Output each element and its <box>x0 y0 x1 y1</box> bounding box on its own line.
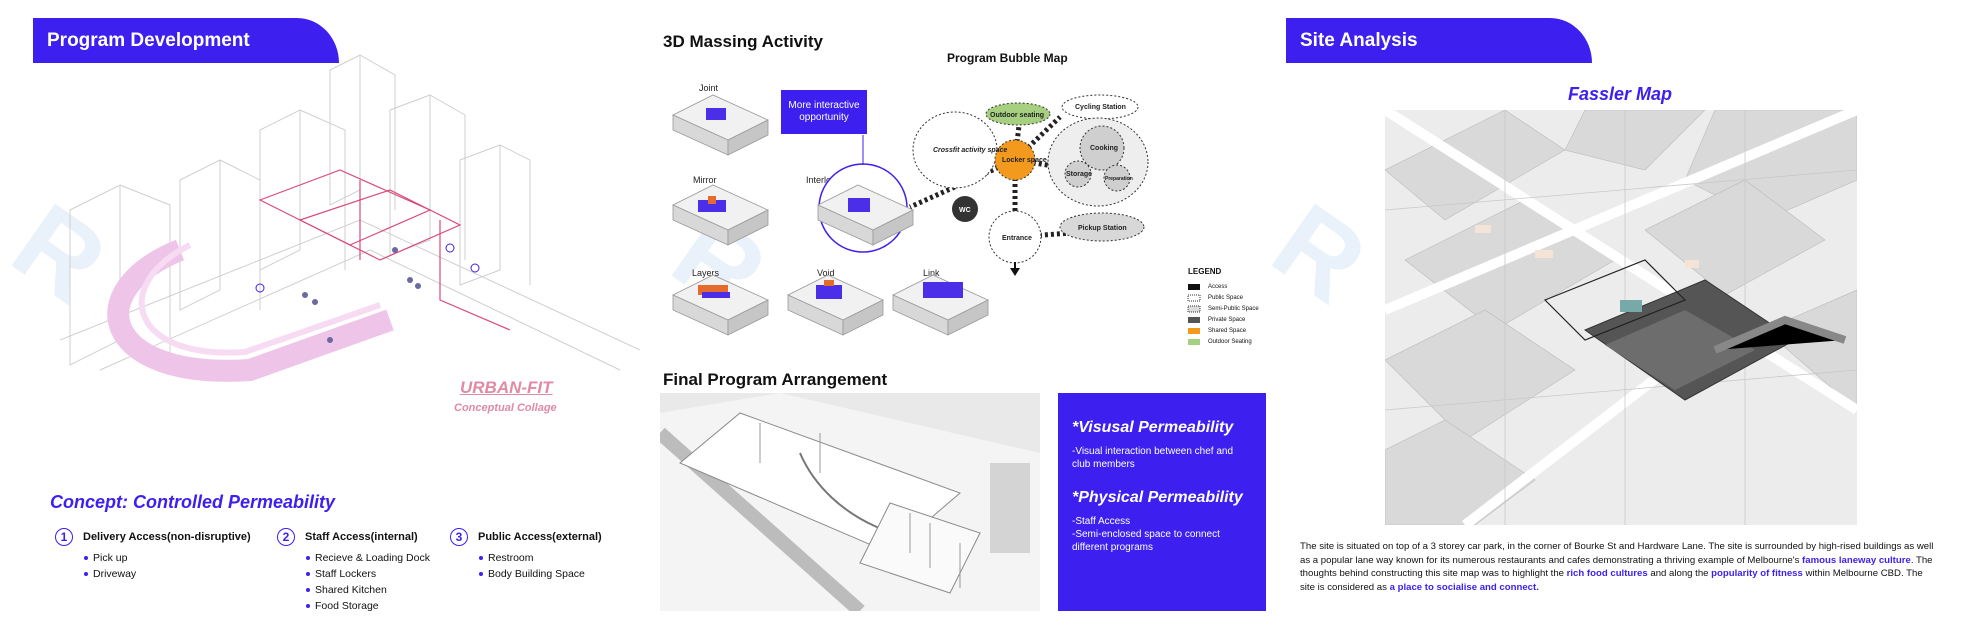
number-circle-icon: 3 <box>450 528 468 546</box>
bubble-label: Entrance <box>1002 235 1032 242</box>
legend-label: Access <box>1208 284 1228 290</box>
fassler-map <box>1385 110 1857 525</box>
number-circle-icon: 1 <box>55 528 73 546</box>
access-item-1: 1 Delivery Access(non-disruptive) Pick u… <box>55 528 251 582</box>
bubble-label: Cycling Station <box>1075 104 1126 111</box>
perm-heading: *Visusal Permeability <box>1072 419 1234 436</box>
massing-title: 3D Massing Activity <box>663 32 823 51</box>
legend-label: Private Space <box>1208 317 1246 323</box>
massing-diagrams <box>672 94 989 336</box>
access-title: Delivery Access(non-disruptive) <box>83 531 251 543</box>
massing-label-joint: Joint <box>699 83 719 93</box>
list-item: Driveway <box>84 566 251 582</box>
perm-text: -Staff Access -Semi-enclosed space to co… <box>1072 516 1220 553</box>
massing-label-void: Void <box>817 268 835 278</box>
access-item-2: 2 Staff Access(internal) Recieve & Loadi… <box>277 528 430 614</box>
site-analysis-paragraph: The site is situated on top of a 3 store… <box>1300 540 1940 594</box>
bubble-label: Storage <box>1066 171 1092 178</box>
fassler-map-title: Fassler Map <box>1568 84 1673 104</box>
bubble-label: WC <box>959 207 971 214</box>
para-text: The site is situated on top of a 3 store… <box>1300 541 1934 566</box>
perm-text: -Visual interaction between chef and clu… <box>1072 446 1234 470</box>
final-program-render <box>660 393 1040 611</box>
massing-label-link: Link <box>923 268 940 278</box>
bubble-label: Pickup Station <box>1078 225 1127 232</box>
legend-swatch <box>1188 317 1200 323</box>
list-item: Restroom <box>479 550 602 566</box>
bubble-label: Cooking <box>1090 145 1118 152</box>
legend-title: LEGEND <box>1188 267 1222 276</box>
access-title: Staff Access(internal) <box>305 531 418 543</box>
legend-swatch <box>1187 305 1201 313</box>
list-item: Recieve & Loading Dock <box>306 552 430 564</box>
list-item: Food Storage <box>306 598 430 614</box>
para-highlight: popularity of fitness <box>1711 568 1803 580</box>
access-item-3: 3 Public Access(external) Restroom Body … <box>450 528 602 582</box>
watermark: R <box>1251 180 1388 327</box>
para-highlight: rich food cultures <box>1566 568 1648 580</box>
program-development-banner: Program Development <box>33 18 339 63</box>
para-text: . The thoughts behind constructing this … <box>1300 554 1933 580</box>
list-item: Staff Lockers <box>306 566 430 582</box>
bubble-label: Locker space <box>1002 157 1047 164</box>
legend-label: Outdoor Seating <box>1208 339 1252 345</box>
legend-swatch <box>1188 284 1200 290</box>
list-item: Body Building Space <box>479 566 602 582</box>
number-circle-icon: 2 <box>277 528 295 546</box>
legend-swatch <box>1187 294 1201 302</box>
bubble-map-title: Program Bubble Map <box>947 51 1068 65</box>
list-item: Shared Kitchen <box>306 582 430 598</box>
legend-labels: Access Public Space Semi-Public Space Pr… <box>1208 282 1259 348</box>
urban-fit-title: URBAN-FIT <box>460 378 553 397</box>
perm-heading: *Physical Permeability <box>1072 489 1243 506</box>
legend-swatch <box>1188 339 1200 345</box>
para-highlight: famous laneway culture <box>1802 554 1911 566</box>
interactive-opportunity-box: More interactive opportunity <box>781 90 867 134</box>
urban-fit-collage <box>60 54 640 382</box>
access-title: Public Access(external) <box>478 531 602 543</box>
conceptual-collage-subtitle: Conceptual Collage <box>454 402 557 414</box>
bubble-label: Preparation <box>1105 176 1133 182</box>
concept-title: Concept: Controlled Permeability <box>50 492 336 512</box>
list-item: Pick up <box>84 550 251 566</box>
permeability-box: *Visusal Permeability -Visual interactio… <box>1058 393 1266 611</box>
massing-label-layers: Layers <box>692 268 720 278</box>
para-highlight: a place to socialise and connect. <box>1389 581 1539 593</box>
final-program-title: Final Program Arrangement <box>663 370 888 389</box>
para-text: within Melbourne CBD. The site is consid… <box>1300 568 1923 593</box>
massing-label-mirror: Mirror <box>693 175 717 185</box>
para-text: and along the <box>1647 568 1712 580</box>
bubble-map: Outdoor seating Cycling Station Crossfit… <box>908 94 1222 345</box>
legend-swatch <box>1188 328 1200 334</box>
bubble-label: Outdoor seating <box>990 112 1044 119</box>
legend-label: Public Space <box>1208 295 1244 301</box>
legend-label: Semi-Public Space <box>1208 306 1259 312</box>
legend-label: Shared Space <box>1208 328 1247 334</box>
bubble-label: Crossfit activity space <box>933 147 1007 154</box>
site-analysis-banner: Site Analysis <box>1286 18 1592 63</box>
